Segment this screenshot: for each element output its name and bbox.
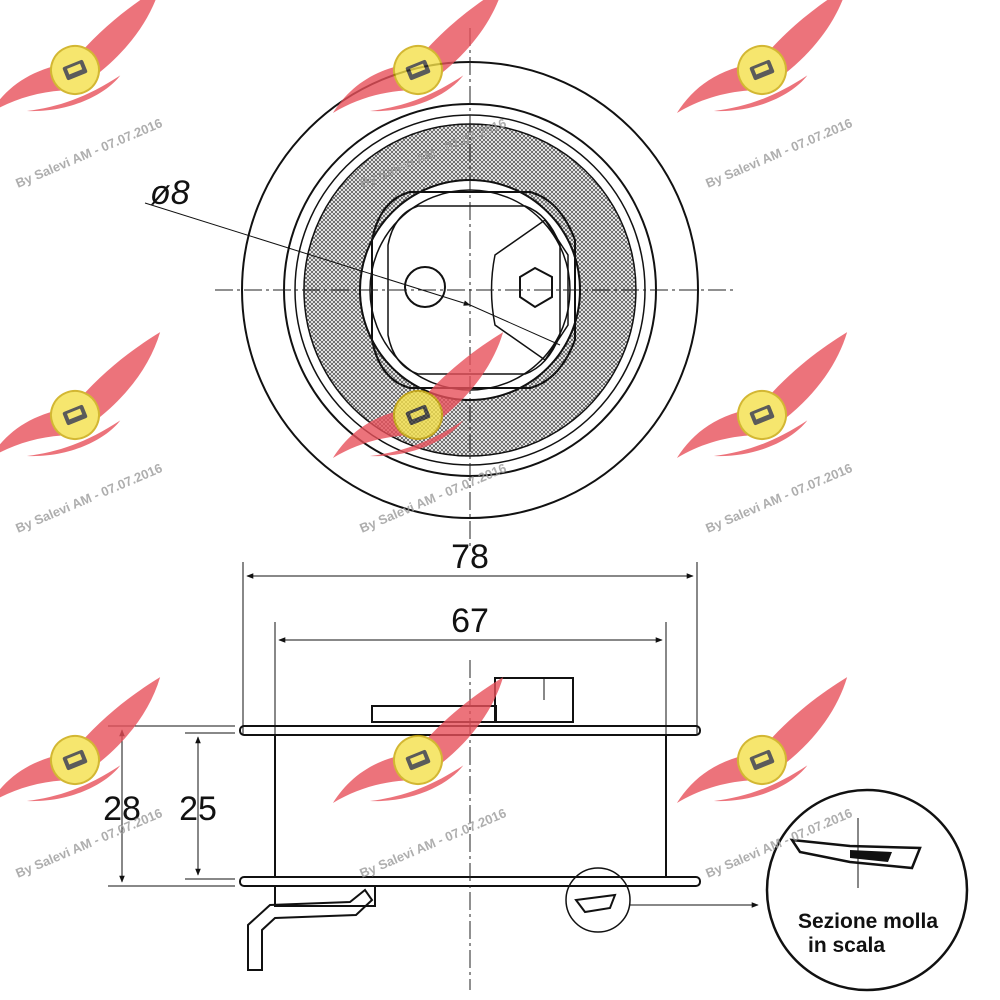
watermark-logo (0, 331, 191, 482)
spring-arm (247, 888, 374, 971)
adjuster-boss (494, 677, 574, 723)
flange-height-value: 25 (179, 790, 217, 828)
total-height-value: 28 (103, 790, 141, 828)
watermark-text: By Salevi AM - 07.07.2016 (13, 805, 164, 880)
detail-note-line1: Sezione molla (798, 910, 938, 933)
diameter-leader-tail (469, 304, 561, 346)
diameter-label: ø8 (150, 174, 190, 212)
watermark-logo (312, 676, 534, 827)
adjuster-cam (490, 218, 569, 362)
side-view: 78 67 28 25 Sezione molla in scala (103, 538, 969, 992)
watermark-text: By Salevi AM - 07.07.2016 (13, 460, 164, 535)
diameter-leader (144, 202, 471, 306)
watermark-logo (656, 0, 878, 137)
pin-hole (404, 266, 446, 308)
hex-nut-icon (519, 266, 553, 309)
watermark-logo (0, 676, 191, 827)
watermark-text: By Salevi AM - 07.07.2016 (357, 805, 508, 880)
eccentric-plate-inner (387, 205, 561, 375)
watermark-logo (656, 676, 878, 827)
watermark-text: By Salevi AM - 07.07.2016 (703, 460, 854, 535)
eccentric-plate (371, 191, 576, 389)
spring-section-fill (850, 850, 892, 862)
watermark-text: By Salevi AM - 07.07.2016 (703, 115, 854, 190)
watermark-logo (0, 0, 191, 137)
top-view: ø8 (144, 28, 735, 548)
spring-section-enlarged (789, 838, 922, 870)
watermark-text: By Salevi AM - 07.07.2016 (13, 115, 164, 190)
watermark-logo (312, 0, 534, 137)
eccentric-plate-side (371, 705, 497, 723)
watermark-logo (656, 331, 878, 482)
detail-callout-circle (565, 867, 631, 933)
base-plate (274, 885, 376, 907)
overall-width-value: 78 (451, 538, 489, 576)
spring-section-small (574, 893, 617, 914)
belt-width-value: 67 (451, 602, 489, 640)
detail-note-line2: in scala (808, 934, 885, 957)
detail-circle (765, 788, 969, 992)
